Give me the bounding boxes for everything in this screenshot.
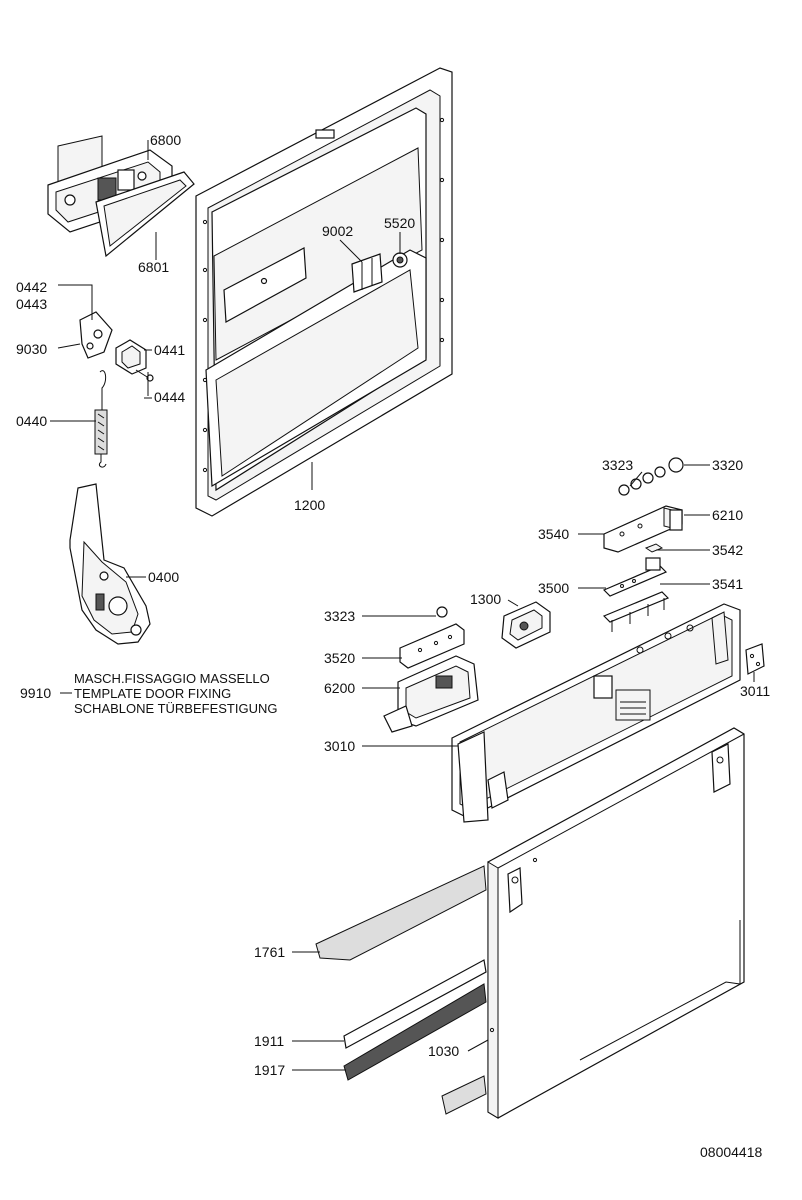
- label-0400: 0400: [148, 569, 179, 585]
- part-3500-button-strip: [602, 557, 668, 597]
- label-3540: 3540: [538, 526, 569, 542]
- part-1030-outer-door: [487, 727, 745, 1119]
- label-0444: 0444: [154, 389, 185, 405]
- label-9030: 9030: [16, 341, 47, 357]
- label-3011: 3011: [740, 683, 770, 699]
- part-1761-insulation: [315, 865, 487, 1115]
- part-3011-bracket: [745, 643, 765, 675]
- part-6801-gasket: [95, 171, 195, 258]
- label-1761: 1761: [254, 944, 285, 960]
- label-6200: 6200: [324, 680, 355, 696]
- part-labels: 6800 6801 0442 0443 9030 0441 0444 0440 …: [16, 132, 770, 1160]
- part-0444-screw: [135, 369, 154, 382]
- part-3520-button-panel: [399, 623, 465, 669]
- label-1911: 1911: [254, 1033, 284, 1049]
- part-1911-strip: [343, 959, 487, 1049]
- drawing-number: 08004418: [700, 1144, 763, 1160]
- label-1917: 1917: [254, 1062, 285, 1078]
- part-0440-spring: [94, 370, 108, 468]
- label-3320: 3320: [712, 457, 743, 473]
- part-3323-knob: [436, 606, 448, 618]
- part-5520-nut: [392, 252, 408, 268]
- note-9910-line-2: TEMPLATE DOOR FIXING: [74, 686, 231, 701]
- label-0440: 0440: [16, 413, 47, 429]
- part-0441-clip: [115, 339, 147, 375]
- label-9910: 9910: [20, 685, 51, 701]
- label-3500: 3500: [538, 580, 569, 596]
- part-6210-electronic-module: [603, 505, 683, 553]
- part-1200-inner-door: [195, 67, 453, 517]
- note-9910-line-1: MASCH.FISSAGGIO MASSELLO: [74, 671, 270, 686]
- label-3520: 3520: [324, 650, 355, 666]
- part-6200-electronic-board: [383, 655, 479, 733]
- part-1300-dispenser: [501, 601, 551, 649]
- label-5520: 5520: [384, 215, 415, 231]
- note-9910-line-3: SCHABLONE TÜRBEFESTIGUNG: [74, 701, 277, 716]
- label-3323-top: 3323: [602, 457, 633, 473]
- part-0400-hinge: [69, 483, 151, 645]
- label-0443: 0443: [16, 296, 47, 312]
- label-9002: 9002: [322, 223, 353, 239]
- label-3010: 3010: [324, 738, 355, 754]
- part-1917-seal: [343, 983, 487, 1081]
- label-0441: 0441: [154, 342, 185, 358]
- leader-lines: [50, 140, 755, 1071]
- label-3323-mid: 3323: [324, 608, 355, 624]
- label-0442: 0442: [16, 279, 47, 295]
- label-6210: 6210: [712, 507, 743, 523]
- label-3542: 3542: [712, 542, 743, 558]
- part-3542-small-part: [644, 543, 664, 553]
- label-6801: 6801: [138, 259, 169, 275]
- label-1200: 1200: [294, 497, 325, 513]
- part-9030-bracket: [79, 311, 113, 359]
- label-1300: 1300: [470, 591, 501, 607]
- label-1030: 1030: [428, 1043, 459, 1059]
- part-3010-control-panel: [451, 603, 741, 823]
- label-3541: 3541: [712, 576, 743, 592]
- part-9002-bracket: [351, 253, 383, 293]
- label-6800: 6800: [150, 132, 181, 148]
- part-3541-button-bar: [602, 591, 670, 632]
- part-6800-door-lock: [47, 135, 173, 233]
